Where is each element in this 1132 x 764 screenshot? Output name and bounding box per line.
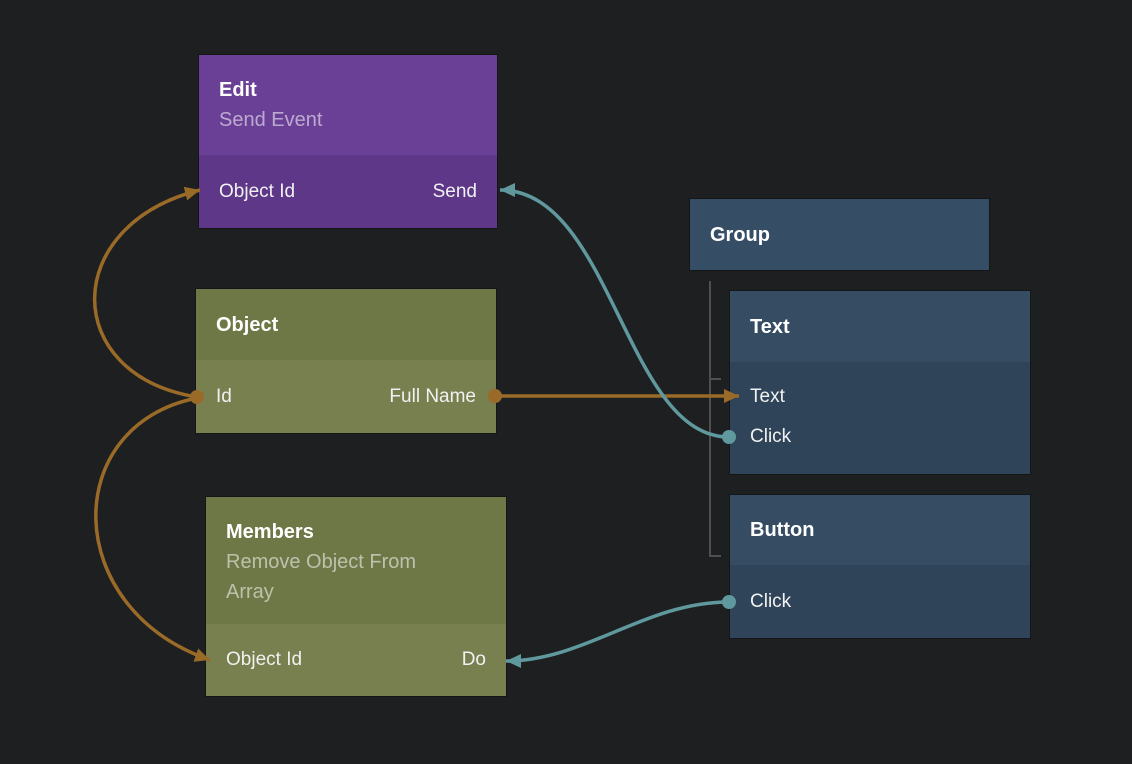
- port-members-do[interactable]: Do: [461, 649, 486, 670]
- node-button-ports: Click: [730, 565, 1030, 638]
- port-button-click[interactable]: Click: [750, 590, 792, 612]
- node-button-title: Button: [750, 519, 815, 541]
- node-text-ports: Text Click: [730, 362, 1030, 474]
- wire-object-id-to-edit-object-id[interactable]: [93, 186, 201, 399]
- node-group[interactable]: Group: [690, 199, 989, 270]
- port-object-id[interactable]: Id: [216, 385, 232, 407]
- node-members-subtitle: Remove Object From Array: [226, 551, 417, 603]
- node-edit-subtitle: Send Event: [219, 109, 323, 131]
- node-object-header: Object: [196, 289, 496, 360]
- node-object[interactable]: Object Id Full Name: [196, 289, 496, 433]
- node-edit-header: Edit Send Event: [199, 55, 497, 155]
- node-text[interactable]: Text Text Click: [730, 291, 1030, 474]
- node-button[interactable]: Button Click: [730, 495, 1030, 638]
- node-edit-title: Edit: [219, 79, 257, 101]
- node-object-title: Object: [216, 313, 279, 336]
- node-members[interactable]: Members Remove Object From Array Object …: [206, 497, 506, 696]
- wire-button-click-to-members-do[interactable]: [505, 600, 730, 668]
- port-dot-text-click[interactable]: [722, 430, 736, 444]
- node-members-title: Members: [226, 521, 314, 543]
- node-text-header: Text: [730, 291, 1030, 362]
- node-button-header: Button: [730, 495, 1030, 565]
- node-members-ports: Object Id Do: [206, 624, 506, 696]
- port-object-full-name[interactable]: Full Name: [389, 385, 476, 407]
- port-members-object-id[interactable]: Object Id: [226, 649, 303, 670]
- port-dot-button-click[interactable]: [722, 595, 736, 609]
- port-edit-object-id[interactable]: Object Id: [219, 180, 296, 202]
- wire-object-id-to-members-object-id[interactable]: [94, 396, 211, 662]
- group-hierarchy-line: [709, 281, 721, 557]
- port-text-text[interactable]: Text: [750, 386, 785, 407]
- port-edit-send[interactable]: Send: [432, 180, 477, 202]
- port-dot-object-full-name[interactable]: [488, 389, 502, 403]
- node-group-title: Group: [710, 223, 770, 246]
- node-edit-ports: Object Id Send: [199, 155, 497, 228]
- node-text-title: Text: [750, 315, 790, 338]
- node-group-header: Group: [690, 199, 989, 270]
- node-members-header: Members Remove Object From Array: [206, 497, 506, 624]
- node-object-ports: Id Full Name: [196, 360, 496, 433]
- node-edit[interactable]: Edit Send Event Object Id Send: [199, 55, 497, 228]
- port-text-click[interactable]: Click: [750, 426, 792, 447]
- wire-text-click-to-edit-send[interactable]: [499, 183, 730, 439]
- port-dot-object-id[interactable]: [190, 390, 204, 404]
